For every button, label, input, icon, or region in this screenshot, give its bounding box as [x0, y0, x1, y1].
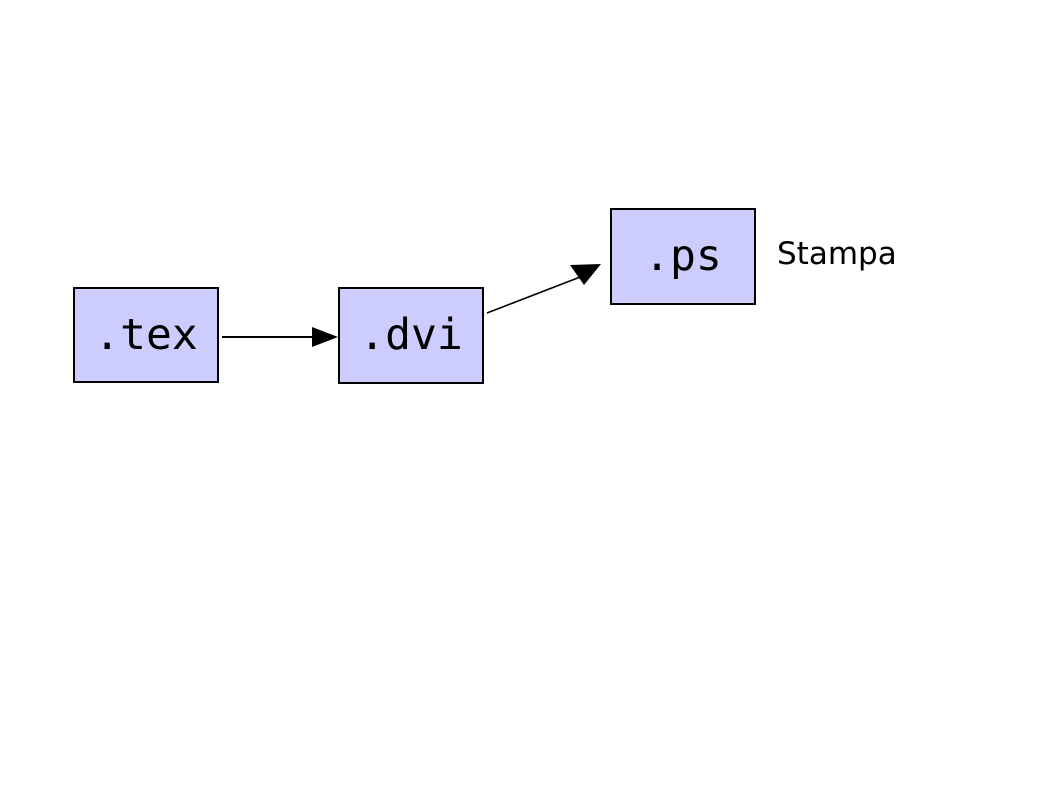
node-ps[interactable]: .ps [610, 208, 756, 305]
node-tex-label: .tex [94, 309, 198, 360]
edge-dvi-to-ps [486, 264, 601, 314]
node-ps-label: .ps [644, 231, 722, 281]
node-tex[interactable]: .tex [73, 287, 219, 383]
node-dvi[interactable]: .dvi [338, 287, 484, 384]
edge-dvi-to-ps-line [486, 273, 589, 314]
annotation-stampa: Stampa [777, 236, 897, 272]
edge-dvi-to-ps-arrowhead [570, 264, 601, 285]
edge-tex-to-dvi [222, 327, 338, 347]
edge-tex-to-dvi-arrowhead [312, 327, 338, 347]
node-dvi-label: .dvi [359, 310, 463, 360]
